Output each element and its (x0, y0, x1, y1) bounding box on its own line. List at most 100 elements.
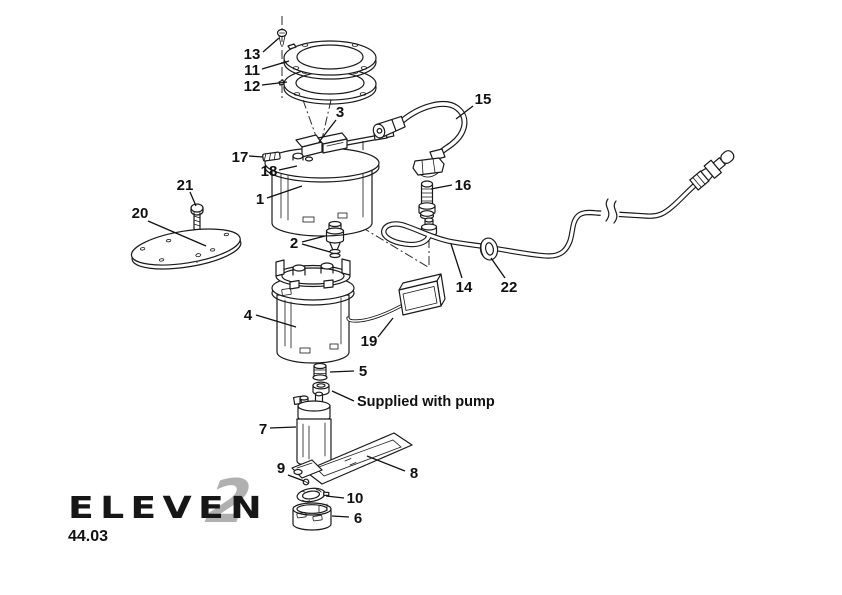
pump-housing-4 (271, 258, 355, 364)
callouts: 13 11 12 3 17 18 1 15 (132, 37, 518, 527)
callout-1-label: 1 (256, 191, 264, 208)
annotation-supplied-with-pump: Supplied with pump (331, 390, 495, 410)
screw-9 (302, 478, 310, 486)
callout-11-leader (261, 60, 290, 70)
callout-18-leader (278, 165, 298, 171)
callout-1: 1 (256, 185, 303, 208)
callout-6: 6 (331, 510, 362, 527)
hose-15-hex-nut (412, 157, 445, 176)
callout-6-leader (331, 515, 350, 518)
vent-screw-13 (276, 28, 288, 46)
callout-2-leader-a (301, 235, 326, 243)
callout-10-label: 10 (347, 490, 364, 507)
callout-14: 14 (450, 243, 473, 296)
callout-5-label: 5 (359, 363, 367, 380)
clip-17 (262, 151, 281, 162)
callout-3-leader (318, 119, 337, 143)
callout-19-label: 19 (361, 333, 378, 350)
fuel-hose-14 (381, 150, 735, 259)
callout-12: 12 (244, 78, 288, 95)
callout-11-label: 11 (244, 62, 260, 79)
callout-14-leader (450, 243, 463, 279)
callout-3: 3 (318, 104, 344, 143)
page-code: 44.03 (68, 528, 108, 545)
callout-12-leader (261, 81, 288, 86)
hose-14-end-connector (689, 150, 735, 191)
brand-logo-text: ELEVEN (68, 491, 268, 526)
bracket-plate-8 (291, 432, 413, 486)
callout-17-leader (248, 155, 264, 158)
callout-5-leader (329, 370, 355, 373)
callout-5: 5 (329, 363, 367, 380)
callout-2-label: 2 (290, 235, 298, 252)
callout-19: 19 (361, 317, 394, 350)
callout-12-label: 12 (244, 78, 261, 95)
cradle-cup-6 (292, 502, 332, 531)
castellated-rim (275, 258, 351, 290)
access-plate-20 (130, 228, 242, 270)
callout-15: 15 (455, 91, 492, 120)
callout-4-label: 4 (244, 307, 253, 324)
footer: 2 ELEVEN 44.03 (68, 467, 268, 545)
callout-14-label: 14 (456, 279, 473, 296)
hose-15-connector (372, 115, 406, 139)
callout-19-leader (377, 317, 394, 338)
upper-pump-module-1 (264, 130, 395, 237)
screw-21 (190, 203, 204, 234)
callout-15-leader (455, 105, 474, 120)
callout-9-leader (287, 474, 305, 482)
callout-21: 21 (177, 177, 197, 207)
outlet-hose-15 (372, 101, 468, 178)
callout-13-leader (262, 37, 280, 53)
callout-15-label: 15 (475, 91, 492, 108)
annotation-text: Supplied with pump (357, 394, 495, 410)
callout-7-label: 7 (259, 421, 267, 438)
connector-module-19 (346, 273, 446, 323)
pump-seal-supplied (312, 381, 330, 396)
callout-8-leader (366, 455, 406, 472)
callout-20-leader (147, 220, 207, 247)
valve-2 (325, 220, 345, 259)
callout-16-leader (430, 184, 453, 190)
hose-15-neck (429, 148, 446, 161)
coupling-5 (312, 362, 328, 381)
callout-22: 22 (490, 257, 518, 296)
callout-10: 10 (325, 490, 364, 507)
callout-2-leader-b (301, 243, 331, 253)
callout-13: 13 (244, 37, 280, 63)
callout-16-label: 16 (455, 177, 472, 194)
callout-18-label: 18 (261, 163, 278, 180)
callout-3-label: 3 (336, 104, 344, 121)
callout-20-label: 20 (132, 205, 149, 222)
hose-14-break-mark (599, 198, 621, 228)
callout-17-label: 17 (232, 149, 249, 166)
callout-20: 20 (132, 205, 207, 247)
callout-13-label: 13 (244, 46, 261, 63)
outlet-connector-3 (317, 132, 348, 154)
strainer-10 (296, 487, 330, 503)
spigot-16 (418, 180, 436, 220)
grommet-22 (479, 237, 499, 261)
callout-9-label: 9 (277, 460, 285, 477)
callout-4: 4 (244, 307, 297, 328)
callout-18: 18 (261, 163, 298, 180)
callout-10-leader (325, 495, 345, 499)
bracket-clamp-end (291, 459, 323, 479)
callout-6-label: 6 (354, 510, 362, 527)
callout-9: 9 (277, 460, 305, 482)
callout-1-leader (266, 185, 303, 199)
annotation-leader (331, 390, 355, 402)
callout-4-leader (255, 314, 297, 328)
callout-21-label: 21 (177, 177, 194, 194)
flange-fittings (292, 152, 314, 162)
callout-8-label: 8 (410, 465, 418, 482)
callout-22-label: 22 (501, 279, 518, 296)
fuel-pump-7 (292, 391, 332, 471)
callout-22-leader (490, 257, 506, 279)
callout-11: 11 (244, 60, 290, 79)
callout-21-leader (189, 191, 197, 207)
callout-8: 8 (366, 455, 418, 482)
callout-17: 17 (232, 149, 264, 166)
